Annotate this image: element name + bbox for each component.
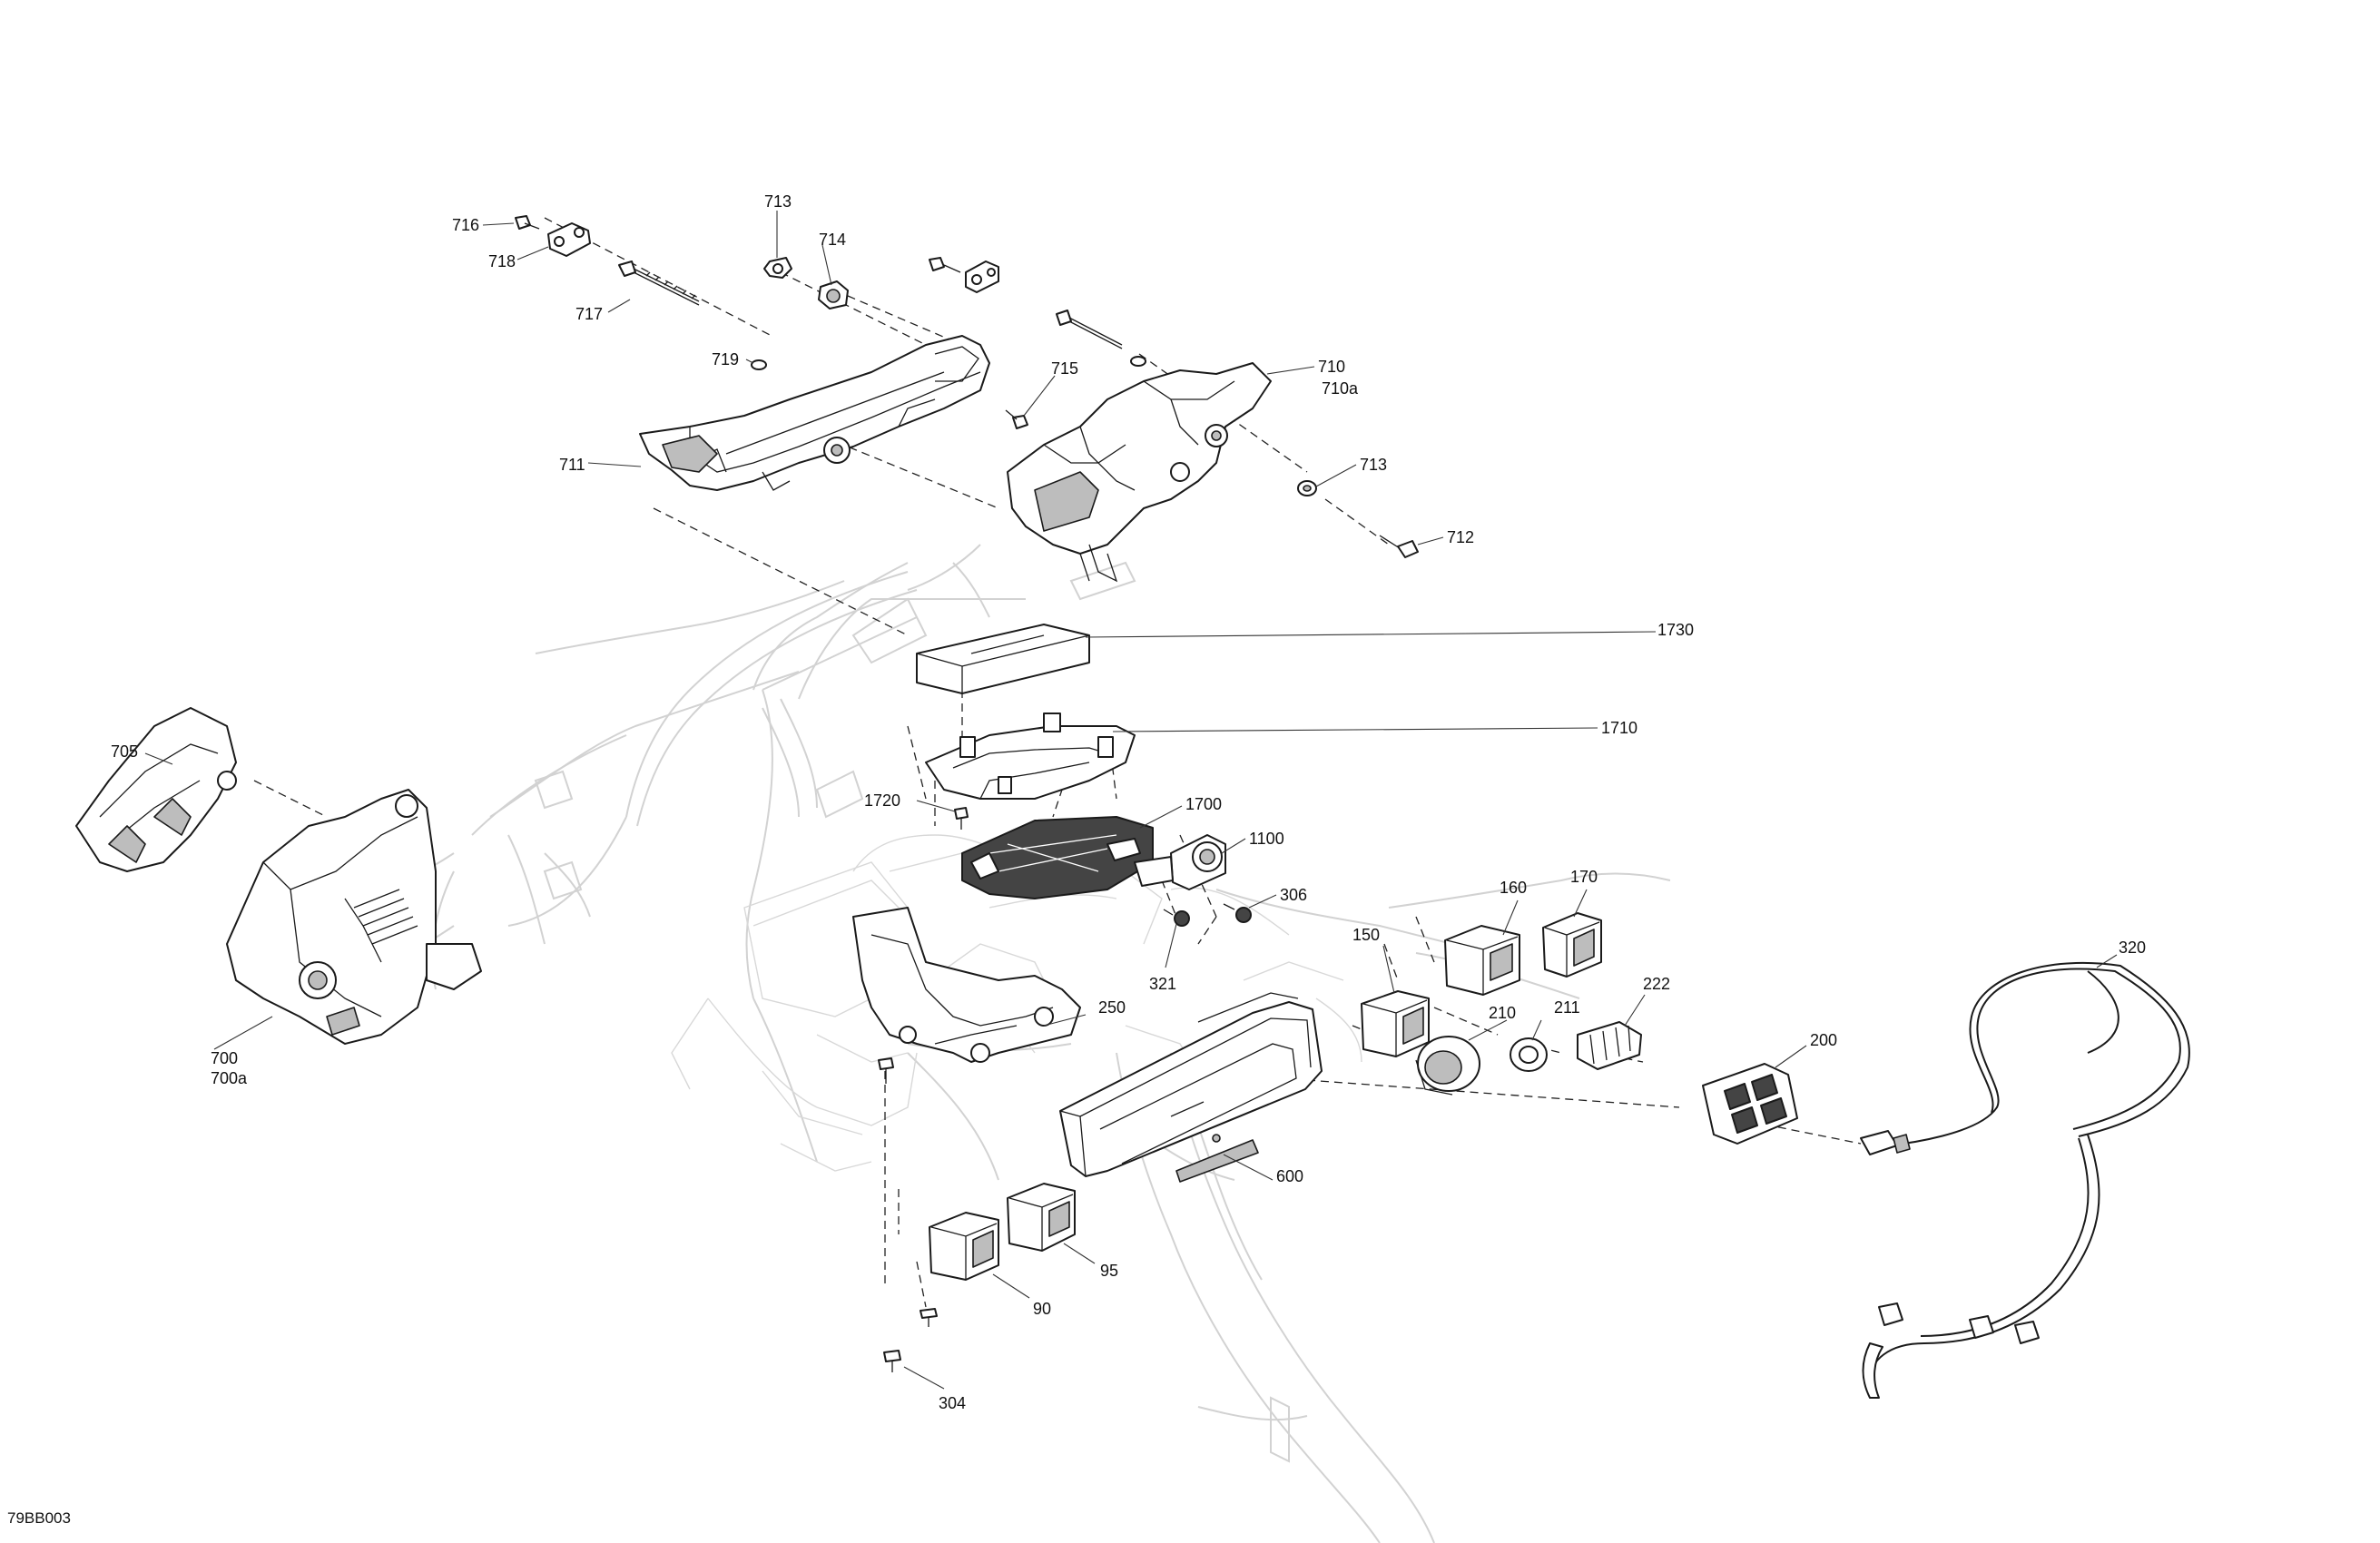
knob-210: [1415, 1036, 1480, 1096]
bracket-711: [639, 335, 990, 491]
callout-1710: 1710: [1601, 719, 1637, 737]
callout-304: 304: [939, 1394, 966, 1412]
harness-320: [1860, 961, 2190, 1399]
callout-714: 714: [819, 231, 846, 249]
callout-170: 170: [1570, 868, 1598, 886]
callout-719: 719: [712, 350, 739, 369]
nut-713-lower: [1297, 480, 1317, 496]
nut-714: [818, 280, 849, 310]
callout-713-lower: 713: [1360, 456, 1387, 474]
callout-200: 200: [1810, 1031, 1837, 1049]
cover-1730: [916, 624, 1090, 694]
screw-712: [1379, 535, 1419, 558]
callout-710: 710: [1318, 358, 1345, 376]
switch-170: [1542, 912, 1602, 978]
callout-210: 210: [1489, 1004, 1516, 1022]
diagram-reference-code: 79BB003: [7, 1509, 71, 1527]
callout-711: 711: [559, 456, 585, 474]
screw-304-upper: [878, 1057, 894, 1084]
switch-150: [1361, 990, 1430, 1057]
callout-222: 222: [1643, 975, 1670, 993]
callout-700: 700: [211, 1049, 238, 1067]
nut-713-upper: [763, 257, 792, 279]
bolt-710-long: [1056, 310, 1123, 349]
callout-1720: 1720: [864, 791, 900, 810]
bracket-705: [75, 707, 237, 872]
callout-250: 250: [1098, 998, 1126, 1017]
switch-1100: [1134, 834, 1226, 890]
callout-150: 150: [1352, 926, 1380, 944]
callout-90: 90: [1033, 1300, 1051, 1318]
callout-715: 715: [1051, 359, 1078, 378]
screw-321: [1163, 909, 1190, 927]
module-700: [226, 789, 482, 1045]
callout-700a: 700a: [211, 1069, 248, 1087]
callout-712: 712: [1447, 528, 1474, 546]
callout-160: 160: [1500, 879, 1527, 897]
switch-95: [1007, 1183, 1076, 1252]
washer-719: [751, 359, 767, 370]
screw-715: [1005, 409, 1028, 429]
clamp-718: [547, 222, 591, 257]
washer-710-side: [1130, 356, 1146, 367]
callout-705: 705: [111, 742, 138, 761]
screw-304-lower: [883, 1350, 901, 1372]
keypad-200: [1702, 1063, 1798, 1145]
bracket-250: [852, 907, 1081, 1063]
callout-717: 717: [575, 305, 603, 323]
hardware-716-screw: [515, 215, 540, 230]
callout-710a: 710a: [1322, 379, 1359, 398]
callout-1700: 1700: [1185, 795, 1222, 813]
callout-600: 600: [1276, 1167, 1303, 1185]
callout-320: 320: [2119, 939, 2146, 957]
module-1700: [961, 816, 1154, 899]
leader-lines: [144, 211, 2118, 1390]
switch-90: [929, 1212, 999, 1281]
bracket-1710: [925, 713, 1136, 800]
callout-713-upper: 713: [764, 192, 792, 211]
screw-306: [1223, 903, 1252, 923]
callout-95: 95: [1100, 1262, 1118, 1280]
switch-160: [1444, 925, 1520, 996]
bracket-710: [1007, 362, 1272, 583]
callout-306: 306: [1280, 886, 1307, 904]
ring-211: [1510, 1037, 1548, 1072]
callout-1730: 1730: [1657, 621, 1694, 639]
bolt-717: [618, 260, 700, 306]
display-600: [1059, 992, 1323, 1183]
knob-222: [1577, 1021, 1642, 1070]
callout-1100: 1100: [1249, 830, 1284, 848]
callout-211: 211: [1554, 998, 1580, 1017]
clamp-710-top: [929, 257, 999, 293]
callout-321: 321: [1149, 975, 1176, 993]
callout-718: 718: [488, 252, 516, 270]
callout-labels: 716 718 717 713 714 719 715 710 710a 711…: [7, 192, 2146, 1527]
screw-90-lower: [920, 1308, 938, 1327]
screw-1720: [954, 807, 969, 830]
callout-716: 716: [452, 216, 479, 234]
